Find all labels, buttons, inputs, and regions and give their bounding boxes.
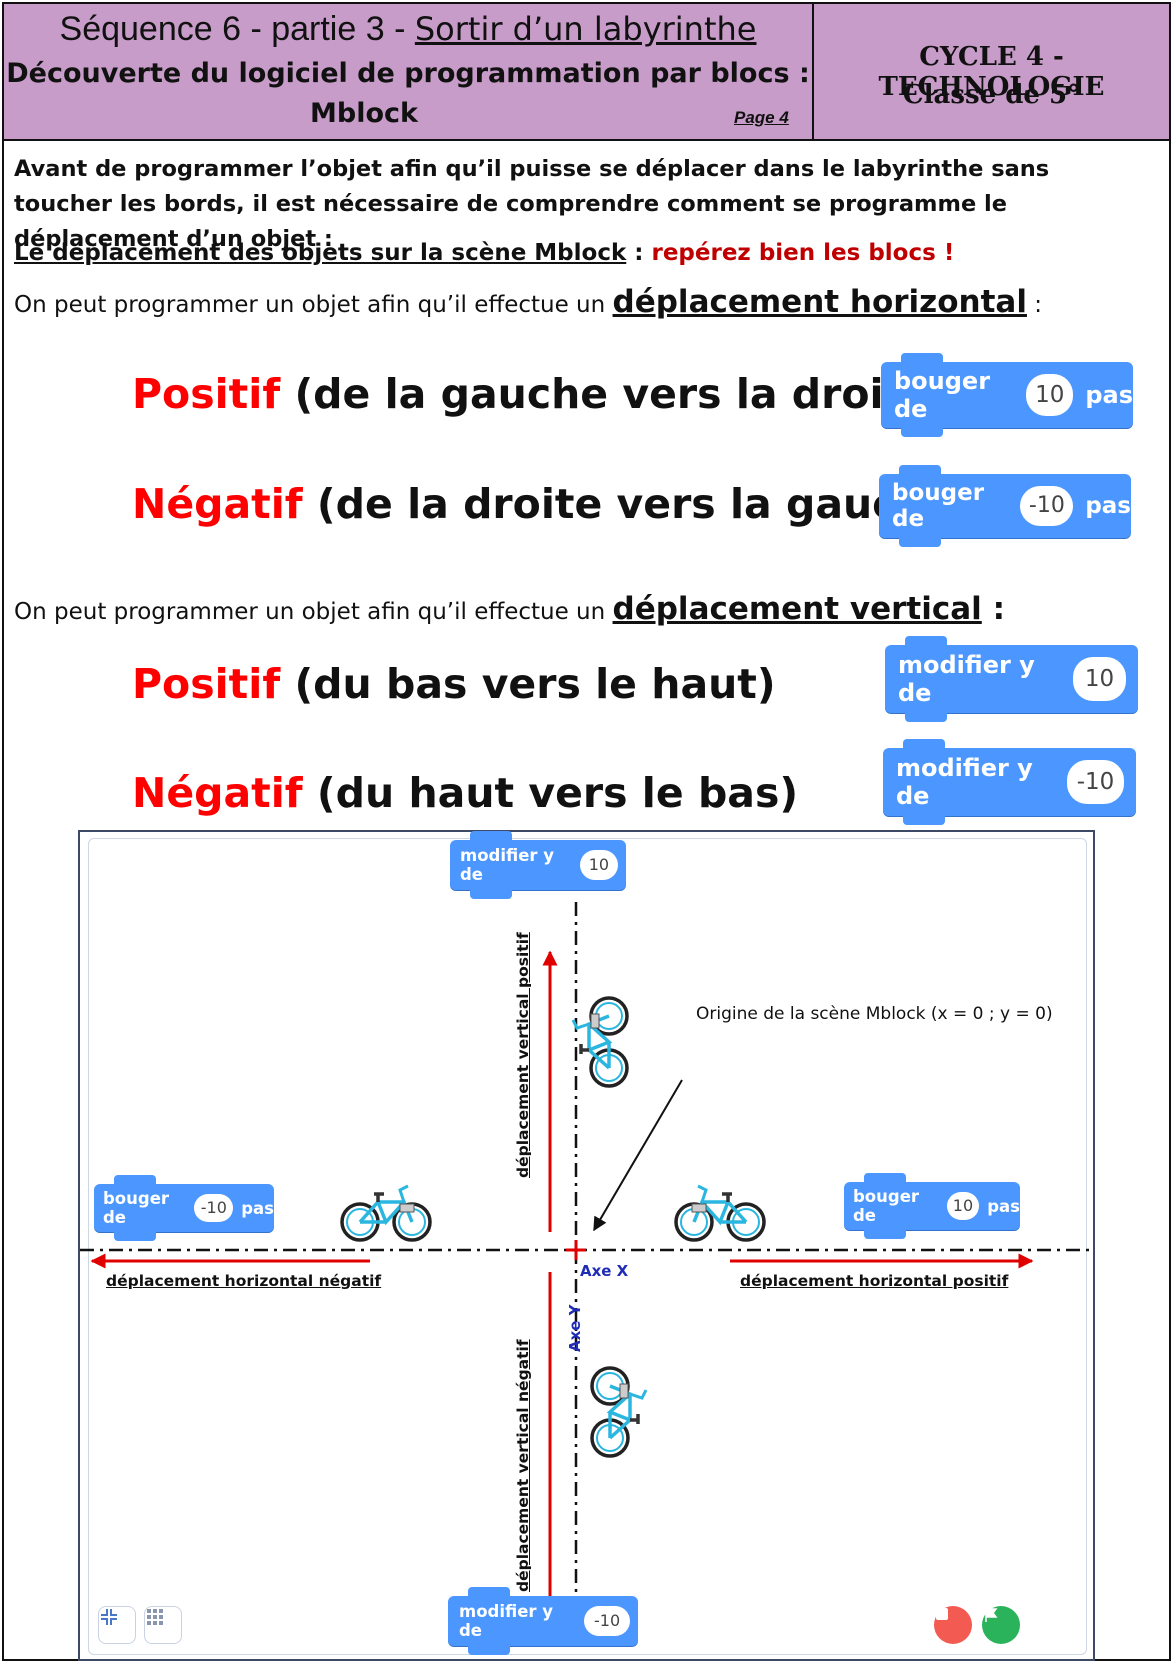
subheading-underlined: Le déplacement des objets sur la scène M…: [14, 240, 627, 266]
negative-description: (de la droite vers la gauche): [302, 480, 973, 528]
horizontal-positive: Positif (de la gauche vers la droite): [132, 370, 950, 418]
label-vertical-positive: déplacement vertical positif: [514, 932, 532, 1178]
class-label: Classe de 5°: [902, 80, 1081, 110]
stage-move-positive-block[interactable]: bouger de 10 pas: [844, 1173, 1020, 1239]
negative-word: Négatif: [132, 769, 303, 817]
positive-word: Positif: [132, 660, 281, 708]
block-label: bouger de: [853, 1187, 920, 1225]
block-value[interactable]: -10: [1067, 760, 1124, 804]
block-value[interactable]: 10: [946, 1192, 980, 1220]
sequence-title: Séquence 6 - partie 3 - Sortir d’un laby…: [4, 10, 812, 49]
header-title-cell: Séquence 6 - partie 3 - Sortir d’un laby…: [4, 4, 814, 139]
label-vertical-negative: déplacement vertical négatif: [514, 1339, 532, 1592]
vertical-intro-end: :: [981, 591, 1005, 627]
block-label: bouger de: [103, 1189, 170, 1227]
horizontal-intro: On peut programmer un objet afin qu’il e…: [14, 284, 1042, 320]
grid-icon[interactable]: [144, 1606, 182, 1644]
header-cycle-cell: CYCLE 4 - TECHNOLOGIE Classe de 5°: [814, 4, 1169, 139]
vertical-positive: Positif (du bas vers le haut): [132, 660, 776, 708]
block-value[interactable]: 10: [1026, 374, 1074, 416]
block-label: bouger de: [894, 367, 991, 423]
origin-annotation: Origine de la scène Mblock (x = 0 ; y = …: [696, 1004, 1053, 1024]
stage-change-y-positive-block[interactable]: modifier y de 10: [450, 831, 626, 899]
horizontal-intro-text: On peut programmer un objet afin qu’il e…: [14, 292, 613, 318]
stage-move-negative-block[interactable]: bouger de -10 pas: [94, 1175, 274, 1241]
block-label: modifier y de: [896, 754, 1033, 810]
negative-word: Négatif: [132, 480, 303, 528]
block-suffix: pas: [987, 1196, 1020, 1216]
block-suffix: pas: [241, 1198, 274, 1218]
green-flag-icon[interactable]: [982, 1606, 1020, 1644]
stage-change-y-negative-block[interactable]: modifier y de -10: [448, 1587, 638, 1655]
block-value[interactable]: -10: [1020, 486, 1074, 526]
stage-drawing: [80, 902, 1093, 1632]
block-value[interactable]: -10: [584, 1606, 630, 1636]
block-suffix: pas: [1085, 381, 1133, 409]
page-number: Page 4: [734, 108, 789, 127]
change-y-negative-block[interactable]: modifier y de -10: [883, 739, 1136, 825]
section-subheading: Le déplacement des objets sur la scène M…: [14, 240, 954, 266]
block-value[interactable]: -10: [194, 1194, 234, 1222]
vertical-intro: On peut programmer un objet afin qu’il e…: [14, 591, 1005, 627]
header: Séquence 6 - partie 3 - Sortir d’un laby…: [4, 4, 1169, 141]
bike-icon: [590, 1366, 648, 1458]
horizontal-keyword: déplacement horizontal: [612, 284, 1027, 320]
change-y-positive-block[interactable]: modifier y de 10: [885, 636, 1138, 722]
block-suffix: pas: [1085, 493, 1131, 519]
block-label: modifier y de: [459, 1602, 554, 1640]
vertical-keyword: déplacement vertical: [612, 591, 982, 627]
block-label: modifier y de: [898, 651, 1035, 707]
positive-description: (du bas vers le haut): [280, 660, 776, 708]
subtitle-line2: Mblock: [310, 98, 418, 129]
move-positive-block[interactable]: bouger de 10 pas: [881, 353, 1133, 437]
bike-icon: [674, 1184, 766, 1242]
axis-y-label: Axe Y: [566, 1304, 584, 1352]
mblock-stage: modifier y de 10 bouger de -10 pas bouge…: [78, 830, 1095, 1661]
intro-paragraph: Avant de programmer l’objet afin qu’il p…: [14, 156, 1050, 252]
label-horizontal-negative: déplacement horizontal négatif: [106, 1272, 382, 1290]
bike-icon: [340, 1184, 432, 1242]
subheading-separator: :: [626, 240, 652, 266]
negative-description: (du haut vers le bas): [302, 769, 799, 817]
vertical-negative: Négatif (du haut vers le bas): [132, 769, 798, 817]
subtitle-line1: Découverte du logiciel de programmation …: [6, 58, 810, 89]
stop-icon[interactable]: [934, 1606, 972, 1644]
positive-word: Positif: [132, 370, 281, 418]
positive-description: (de la gauche vers la droite): [280, 370, 950, 418]
horizontal-intro-end: :: [1026, 292, 1043, 318]
move-negative-block[interactable]: bouger de -10 pas: [879, 465, 1131, 547]
label-horizontal-positive: déplacement horizontal positif: [740, 1272, 1009, 1290]
small-stage-icon[interactable]: [98, 1606, 136, 1644]
title-underlined: Sortir d’un labyrinthe: [414, 10, 757, 48]
block-label: modifier y de: [460, 846, 555, 884]
subheading-red: repérez bien les blocs !: [651, 240, 955, 266]
bike-icon: [571, 996, 629, 1088]
block-value[interactable]: 10: [579, 850, 618, 880]
vertical-intro-text: On peut programmer un objet afin qu’il e…: [14, 599, 613, 625]
horizontal-negative: Négatif (de la droite vers la gauche): [132, 480, 972, 528]
block-label: bouger de: [892, 480, 985, 532]
axis-x-label: Axe X: [580, 1262, 629, 1280]
title-prefix: Séquence 6 - partie 3 -: [59, 10, 415, 48]
block-value[interactable]: 10: [1073, 657, 1126, 701]
stage-canvas: [88, 838, 1087, 1655]
cycle-label: CYCLE 4 - TECHNOLOGIE: [878, 42, 1105, 102]
